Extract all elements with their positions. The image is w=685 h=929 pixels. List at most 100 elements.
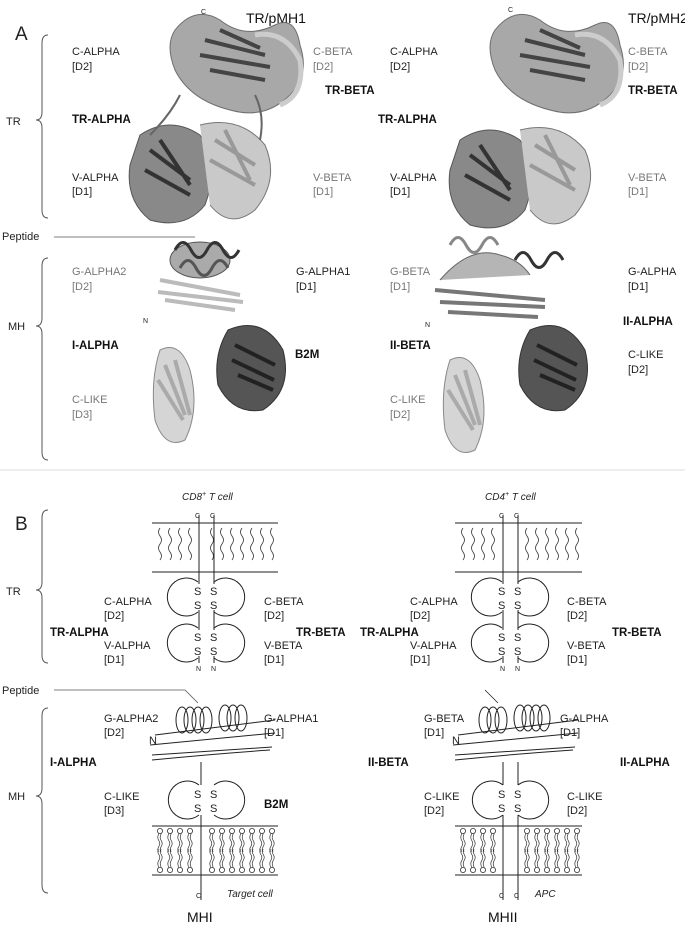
b-right-v-beta: V-BETA xyxy=(567,640,606,652)
a-left-g-alpha1: G-ALPHA1 xyxy=(296,266,350,278)
a-right-c-like-alpha-domain: [D2] xyxy=(628,364,648,376)
b-left-s-1: S xyxy=(194,586,201,598)
peptide-side-label-b: Peptide xyxy=(2,685,39,697)
b-right-c-beta-domain: [D2] xyxy=(567,610,587,622)
mh-brace-b xyxy=(35,707,49,894)
a-right-ii-beta: II-BETA xyxy=(390,340,431,352)
peptide-pointer-line-b xyxy=(54,689,199,704)
b-left-s-12: S xyxy=(210,803,217,815)
mhii-c-terminus-label: C xyxy=(508,7,513,14)
b-right-s-4: S xyxy=(514,600,521,612)
a-left-b2m: B2M xyxy=(295,349,319,361)
b-right-c-alpha-domain: [D2] xyxy=(410,610,430,622)
b-right-ii-beta: II-BETA xyxy=(368,757,409,769)
b-right-s-11: S xyxy=(514,789,521,801)
b-right-s-6: S xyxy=(498,646,505,658)
b-right-cell-name: CD4 xyxy=(485,492,505,503)
b-left-c-beta-domain: [D2] xyxy=(264,610,284,622)
b-right-c-term-1: C xyxy=(499,513,504,520)
b-left-g-alpha2: G-ALPHA2 xyxy=(104,713,158,725)
b-left-bottom-label: MHI xyxy=(187,909,213,925)
a-left-v-alpha: V-ALPHA xyxy=(72,172,119,184)
a-right-c-alpha-domain: [D2] xyxy=(390,61,410,73)
a-left-i-alpha: I-ALPHA xyxy=(72,340,119,352)
panel-b-letter: B xyxy=(15,514,28,535)
mhii-schematic: CD4+ T cell C C S S S S S S S S N N N xyxy=(452,491,582,925)
b-right-apc: APC xyxy=(534,889,556,900)
mh-side-label-a: MH xyxy=(8,321,25,333)
b-left-target-cell: Target cell xyxy=(227,889,274,900)
mhii-ribbon-structure xyxy=(434,13,624,453)
b-left-c-beta: C-BETA xyxy=(264,596,304,608)
tr-brace-b xyxy=(35,509,49,664)
a-right-g-alpha-domain: [D1] xyxy=(628,281,648,293)
b-left-v-beta-domain: [D1] xyxy=(264,654,284,666)
a-left-g-alpha1-domain: [D1] xyxy=(296,281,316,293)
b-right-c-alpha: C-ALPHA xyxy=(410,596,458,608)
b-right-c-like-beta: C-LIKE xyxy=(424,791,459,803)
a-left-v-alpha-domain: [D1] xyxy=(72,186,92,198)
b-right-s-12: S xyxy=(514,803,521,815)
a-right-ii-alpha: II-ALPHA xyxy=(623,316,673,328)
b-right-g-alpha: G-ALPHA xyxy=(560,713,609,725)
a-right-g-beta-domain: [D1] xyxy=(390,281,410,293)
panel-a-left-title: TR/pMH1 xyxy=(246,10,306,26)
a-left-c-like: C-LIKE xyxy=(72,394,107,406)
b-left-tr-beta: TR-BETA xyxy=(296,627,346,639)
b-left-v-beta: V-BETA xyxy=(264,640,303,652)
a-right-g-beta: G-BETA xyxy=(390,266,431,278)
b-left-c-alpha: C-ALPHA xyxy=(104,596,152,608)
b-right-g-alpha-domain: [D1] xyxy=(560,727,580,739)
b-left-v-alpha-domain: [D1] xyxy=(104,654,124,666)
b-left-g-alpha1: G-ALPHA1 xyxy=(264,713,318,725)
b-right-mh-c-term-1: C xyxy=(499,893,504,900)
b-left-g-alpha1-domain: [D1] xyxy=(264,727,284,739)
b-right-v-alpha: V-ALPHA xyxy=(410,640,457,652)
mhi-schematic: CD8+ T cell C C S S S S S S S S N N N xyxy=(149,491,278,925)
b-right-s-2: S xyxy=(498,600,505,612)
b-left-n-term-2: N xyxy=(211,666,216,673)
b-left-s-6: S xyxy=(194,646,201,658)
b-right-n-term-1: N xyxy=(500,666,505,673)
panel-a-right-title: TR/pMH2 xyxy=(628,10,685,26)
b-left-c-term-1: C xyxy=(195,513,200,520)
b-right-s-5: S xyxy=(498,632,505,644)
b-left-cell-name: CD8 xyxy=(182,492,202,503)
b-right-s-1: S xyxy=(498,586,505,598)
b-left-c-term-2: C xyxy=(210,513,215,520)
mhi-n-terminus-label: N xyxy=(143,318,148,325)
b-right-groove-n: N xyxy=(452,735,460,747)
a-right-c-like-alpha: C-LIKE xyxy=(628,349,663,361)
b-right-cell-sup: + xyxy=(505,491,509,498)
b-left-c-like: C-LIKE xyxy=(104,791,139,803)
b-left-s-9: S xyxy=(194,789,201,801)
b-left-cell-suffix: T cell xyxy=(206,492,233,503)
b-right-c-like-alpha: C-LIKE xyxy=(567,791,602,803)
a-right-v-beta-domain: [D1] xyxy=(628,186,648,198)
a-right-c-beta: C-BETA xyxy=(628,46,668,58)
b-right-mh-c-term-2: C xyxy=(514,893,519,900)
b-right-c-beta: C-BETA xyxy=(567,596,607,608)
b-right-bottom-label: MHII xyxy=(488,909,518,925)
panel-a-letter: A xyxy=(15,24,28,45)
a-right-v-beta: V-BETA xyxy=(628,172,667,184)
b-right-g-beta: G-BETA xyxy=(424,713,465,725)
b-right-ii-alpha: II-ALPHA xyxy=(620,757,670,769)
b-left-v-alpha: V-ALPHA xyxy=(104,640,151,652)
b-left-groove-n: N xyxy=(149,735,157,747)
a-right-tr-alpha: TR-ALPHA xyxy=(378,114,437,126)
b-left-s-10: S xyxy=(194,803,201,815)
b-right-v-alpha-domain: [D1] xyxy=(410,654,430,666)
b-left-i-alpha: I-ALPHA xyxy=(50,757,97,769)
a-right-c-like-beta: C-LIKE xyxy=(390,394,425,406)
b-left-s-2: S xyxy=(194,600,201,612)
b-left-n-term-1: N xyxy=(196,666,201,673)
tr-brace-a xyxy=(35,34,49,219)
b-right-cell-suffix: T cell xyxy=(509,492,536,503)
b-left-s-5: S xyxy=(194,632,201,644)
a-right-v-alpha: V-ALPHA xyxy=(390,172,437,184)
b-left-c-like-domain: [D3] xyxy=(104,805,124,817)
a-left-g-alpha2-domain: [D2] xyxy=(72,281,92,293)
tr-side-label-b: TR xyxy=(6,586,21,598)
